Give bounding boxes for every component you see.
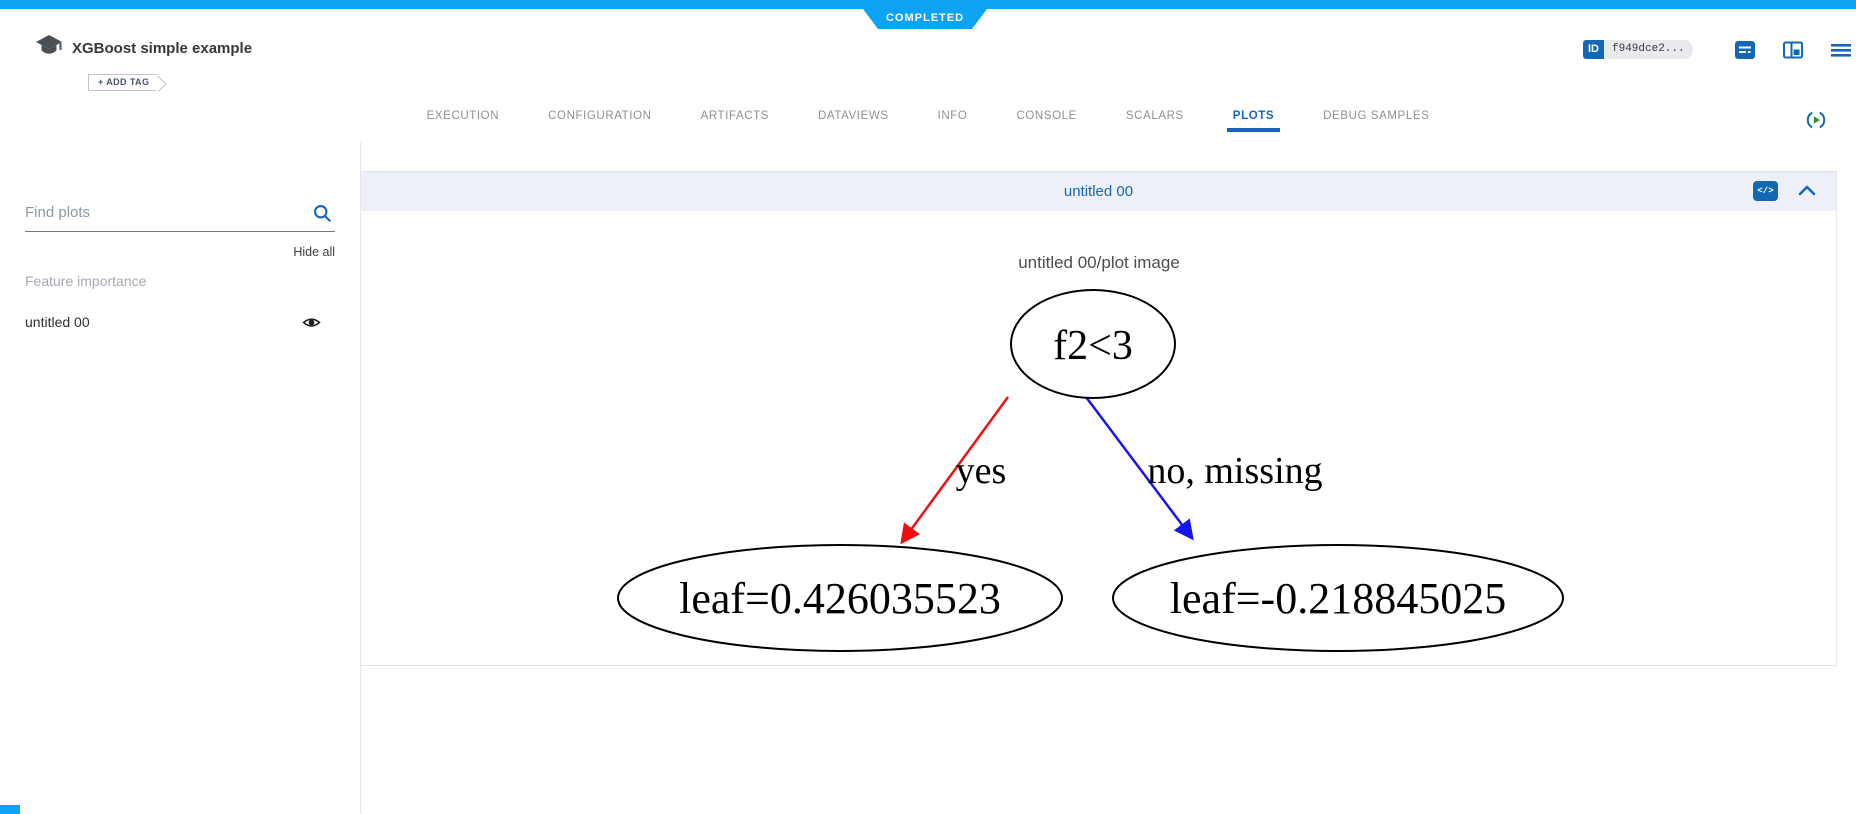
tree-leaf-right-label: leaf=-0.218845025 (1170, 574, 1506, 623)
tree-leaf-right-node (1112, 544, 1564, 652)
chevron-up-icon (1798, 185, 1816, 196)
collapse-button[interactable] (1798, 184, 1816, 198)
visibility-icon[interactable] (302, 313, 321, 332)
tab-execution[interactable]: EXECUTION (426, 110, 500, 122)
tree-leaf-left-node (617, 544, 1063, 652)
tab-configuration[interactable]: CONFIGURATION (548, 110, 652, 122)
plot-item-label: untitled 00 (25, 314, 90, 330)
edge-yes (900, 396, 1010, 545)
edge-no (1082, 392, 1194, 541)
side-panel-icon (1783, 41, 1803, 59)
plot-area: untitled 00/plot image f2<3 yes no, miss… (361, 211, 1836, 666)
tab-debug-samples[interactable]: DEBUG SAMPLES (1323, 110, 1430, 122)
hide-all-link[interactable]: Hide all (293, 245, 335, 259)
id-label: ID (1583, 40, 1604, 59)
plots-group-label: Feature importance (25, 273, 147, 289)
tab-scalars[interactable]: SCALARS (1125, 110, 1184, 122)
embed-code-button[interactable]: </> (1753, 181, 1778, 201)
top-accent-bar (0, 0, 1856, 9)
tab-info[interactable]: INFO (937, 110, 968, 122)
tab-plots[interactable]: PLOTS (1226, 103, 1281, 132)
edge-no-label: no, missing (1147, 450, 1322, 492)
comment-button[interactable] (1733, 38, 1757, 62)
plot-card: untitled 00 </> untitled 00/plot image (361, 171, 1837, 666)
tab-console[interactable]: CONSOLE (1016, 110, 1077, 122)
tab-artifacts[interactable]: ARTIFACTS (700, 110, 770, 122)
tab-bar: EXECUTION CONFIGURATION ARTIFACTS DATAVI… (0, 103, 1856, 137)
id-value[interactable]: f949dce2... (1604, 40, 1693, 59)
plot-card-header: untitled 00 </> (361, 171, 1836, 211)
menu-icon (1831, 44, 1851, 57)
side-panel-button[interactable] (1781, 38, 1805, 62)
plot-image[interactable]: untitled 00/plot image f2<3 yes no, miss… (361, 211, 1837, 666)
tab-dataviews[interactable]: DATAVIEWS (818, 110, 889, 122)
bottom-corner-accent (0, 805, 20, 814)
plot-list-item[interactable]: untitled 00 (25, 312, 335, 334)
task-id-badge: ID f949dce2... (1583, 40, 1693, 59)
sidebar-divider (360, 142, 361, 814)
app-logo-icon (36, 35, 62, 54)
auto-refresh-icon (1806, 111, 1826, 129)
search-input[interactable] (25, 200, 295, 221)
auto-refresh-button[interactable] (1804, 108, 1828, 132)
page-title: XGBoost simple example (72, 40, 253, 57)
menu-button[interactable] (1829, 38, 1853, 62)
status-badge: COMPLETED (863, 9, 987, 29)
tree-leaf-left-label: leaf=0.426035523 (679, 574, 1001, 623)
tree-root-node (1010, 289, 1176, 399)
search-icon[interactable] (312, 203, 333, 224)
comment-icon (1735, 41, 1755, 59)
tree-root-label: f2<3 (1053, 323, 1133, 369)
embed-code-icon: </> (1757, 186, 1774, 196)
edge-yes-label: yes (956, 450, 1007, 492)
add-tag-button[interactable]: + ADD TAG (88, 74, 158, 91)
plot-image-title: untitled 00/plot image (1018, 253, 1180, 272)
plot-card-title: untitled 00 (1063, 183, 1134, 200)
search-box (25, 200, 335, 232)
